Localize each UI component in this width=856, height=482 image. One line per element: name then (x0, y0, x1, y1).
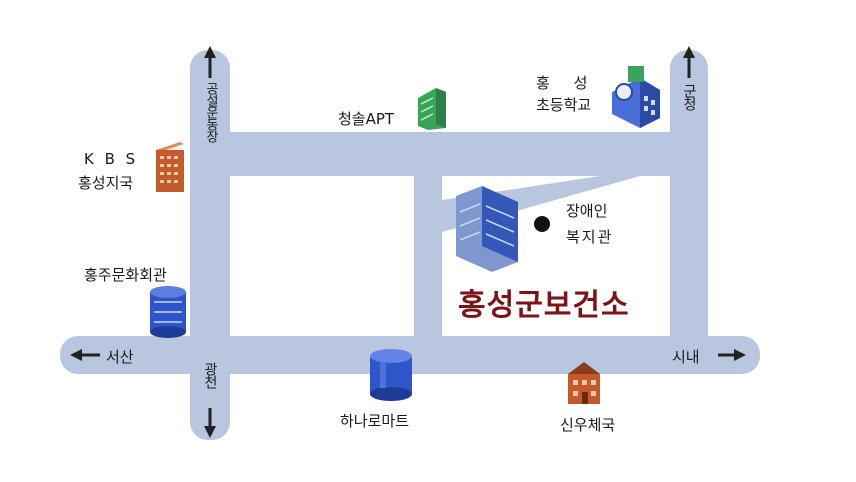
road-right-vertical (670, 50, 708, 374)
direction-label-seosan: 서산 (106, 348, 134, 366)
post-office-building-icon (568, 362, 600, 404)
map-title: 홍성군보건소 (458, 288, 630, 323)
direction-arrows (70, 46, 746, 438)
arrow-up-right-icon (683, 46, 695, 78)
post-office-label: 신우체국 (560, 416, 616, 434)
welfare-label-line2: 복지관 (566, 228, 614, 246)
school-label-line2: 초등학교 (536, 96, 592, 114)
welfare-center-marker-icon (534, 216, 550, 232)
culture-hall-icon (150, 286, 186, 338)
arrow-right-icon (718, 349, 746, 361)
kbs-label-line1: K B S (84, 150, 139, 168)
apartment-building-icon (418, 88, 446, 130)
arrow-left-icon (70, 349, 100, 361)
culture-hall-label: 홍주문화회관 (84, 266, 167, 284)
direction-label-county-office: 군청 (681, 84, 697, 110)
health-center-building-icon (456, 186, 518, 272)
welfare-label-line1: 장애인 (566, 202, 608, 220)
arrow-down-icon (204, 408, 216, 438)
direction-label-stadium: 공설운동장 (203, 82, 218, 142)
kbs-label-line2: 홍성지국 (78, 174, 134, 192)
mart-label: 하나로마트 (340, 412, 410, 430)
kbs-building-icon (156, 142, 184, 192)
direction-label-downtown: 시내 (672, 348, 700, 366)
road-mid-vertical (414, 132, 442, 374)
road-left-vertical (190, 50, 230, 440)
arrow-up-left-icon (204, 46, 216, 78)
road-top (190, 132, 708, 176)
school-building-icon (612, 66, 660, 128)
mart-building-icon (370, 349, 412, 401)
apt-label: 청솔APT (338, 110, 395, 128)
school-label-line1: 홍 성 (536, 74, 588, 92)
direction-label-gwangcheon: 광천 (202, 362, 218, 388)
